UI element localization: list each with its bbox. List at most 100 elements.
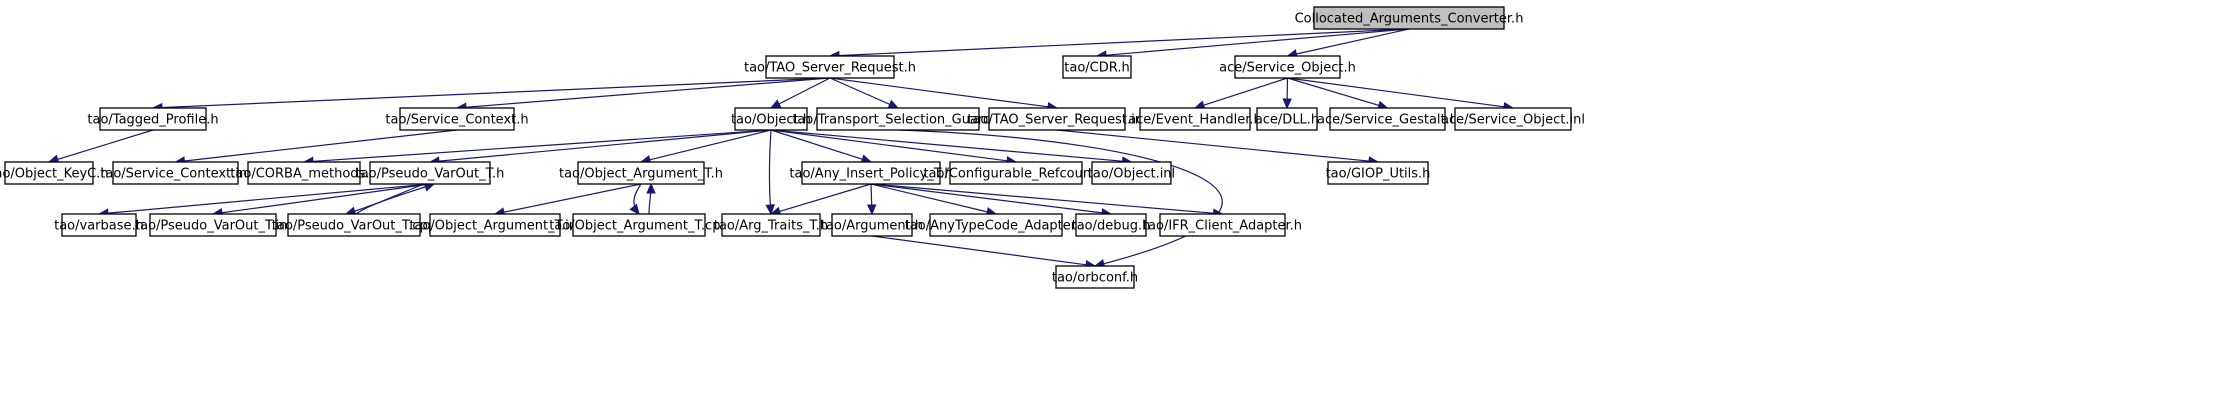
edge-line (870, 183, 1215, 214)
node-anyins[interactable]: tao/Any_Insert_Policy_T.h (789, 161, 953, 185)
edge-tsr-to-tagged (151, 77, 831, 113)
edge-line (1287, 77, 1381, 107)
node-pvar[interactable]: tao/Pseudo_VarOut_T.h (356, 161, 505, 185)
node-label: tao/AnyTypeCode_Adapter.h (905, 219, 1088, 234)
node-label: tao/Pseudo_VarOut_T.h (356, 167, 505, 182)
edge-tsg-to-orbconf (897, 129, 1223, 269)
edge-root-to-cdr (1095, 28, 1410, 60)
node-svcobjinl[interactable]: ace/Service_Object.inl (1441, 107, 1585, 131)
node-ifr[interactable]: tao/IFR_Client_Adapter.h (1143, 213, 1302, 237)
edge-argument-to-orbconf (871, 235, 1097, 270)
node-label: tao/Service_Context.h (385, 113, 528, 128)
node-box (1256, 107, 1318, 131)
node-tsrinl[interactable]: tao/TAO_Server_Request.inl (967, 107, 1147, 131)
edge-line (897, 129, 1223, 267)
node-box (1062, 55, 1132, 79)
node-label: tao/Tagged_Profile.h (87, 113, 218, 128)
edge-pvar-to-varbase (97, 183, 431, 218)
edge-arrowhead (769, 99, 782, 109)
node-label: tao/Object.inl (1088, 167, 1175, 182)
node-giop[interactable]: tao/GIOP_Utils.h (1326, 161, 1431, 185)
edge-line (355, 183, 435, 215)
node-tagged[interactable]: tao/Tagged_Profile.h (87, 107, 219, 131)
edge-objarg-to-objarginl (493, 183, 642, 217)
node-pvarcpp[interactable]: tao/Pseudo_VarOut_T.cpp (272, 213, 436, 237)
node-box (1327, 161, 1429, 185)
node-argtraits[interactable]: tao/Arg_Traits_T.h (714, 213, 828, 237)
edge-object-to-argtraits (765, 129, 775, 216)
node-pvarinl[interactable]: tao/Pseudo_VarOut_T.inl (135, 213, 291, 237)
edge-line (778, 183, 872, 213)
edge-line (502, 183, 642, 213)
edge-objargcpp-to-objarg (646, 182, 656, 215)
node-label: ace/DLL.h (1255, 113, 1319, 128)
node-root[interactable]: Collocated_Arguments_Converter.h (1295, 6, 1524, 30)
node-label: tao/Object_KeyC.h (0, 167, 109, 182)
edge-line (1056, 129, 1371, 162)
node-objarg[interactable]: tao/Object_Argument_T.h (559, 161, 723, 185)
node-cdr[interactable]: tao/CDR.h (1062, 55, 1132, 79)
edge-line (829, 77, 1050, 108)
node-box (765, 55, 895, 79)
edge-line (311, 129, 772, 163)
node-box (1055, 265, 1135, 289)
node-evh[interactable]: ace/Event_Handler.h (1128, 107, 1262, 131)
node-gestalt[interactable]: ace/Service_Gestalt.h (1317, 107, 1458, 131)
node-box (4, 161, 94, 185)
node-label: ace/Service_Object.h (1219, 61, 1356, 76)
node-label: tao/TAO_Server_Request.inl (967, 113, 1146, 128)
node-box (399, 107, 515, 131)
node-tsg[interactable]: tao/Transport_Selection_Guard.h (792, 107, 1004, 131)
edge-line (183, 129, 458, 162)
node-box (572, 213, 706, 237)
node-svcctx[interactable]: tao/Service_Context.h (385, 107, 529, 131)
node-cfgref[interactable]: tao/Configurable_Refcount.h (923, 161, 1109, 185)
edge-object-to-objarg (639, 129, 772, 165)
edge-line (871, 235, 1088, 266)
edge-root-to-tsr (828, 28, 1410, 61)
node-box (988, 107, 1126, 131)
node-objargcpp[interactable]: tao/Object_Argument_T.cpp (549, 213, 729, 237)
edge-line (56, 129, 154, 161)
node-label: tao/debug.h (1072, 219, 1151, 234)
node-svcctxinl[interactable]: tao/Service_Context.inl (100, 161, 251, 185)
node-box (429, 213, 561, 237)
node-box (734, 107, 808, 131)
node-argument[interactable]: tao/Argument.h (821, 213, 923, 237)
edge-svcobj-to-gestalt (1287, 77, 1389, 110)
node-box (721, 213, 821, 237)
node-label: tao/varbase.h (54, 219, 144, 234)
node-box (577, 161, 705, 185)
edge-line (106, 183, 431, 214)
node-tsr[interactable]: tao/TAO_Server_Request.h (744, 55, 916, 79)
edge-object-to-anyins (770, 129, 873, 164)
node-box (1313, 6, 1505, 30)
node-object[interactable]: tao/Object.h (731, 107, 811, 131)
node-label: ace/Service_Object.inl (1441, 113, 1585, 128)
node-orbconf[interactable]: tao/orbconf.h (1052, 265, 1138, 289)
node-box (949, 161, 1083, 185)
node-box (287, 213, 421, 237)
edge-tsr-to-tsg (829, 77, 900, 109)
node-label: tao/Pseudo_VarOut_T.cpp (272, 219, 436, 234)
node-box (369, 161, 491, 185)
edge-anyins-to-argument (866, 183, 877, 216)
node-svcobj[interactable]: ace/Service_Object.h (1219, 55, 1356, 79)
node-objarginl[interactable]: tao/Object_Argument_T.inl (409, 213, 581, 237)
edge-svcobj-to-evh (1193, 77, 1288, 110)
edge-objarg-to-objargcpp (629, 183, 642, 215)
node-varbase[interactable]: tao/varbase.h (54, 213, 144, 237)
edge-svcobj-to-svcobjinl (1287, 77, 1515, 112)
node-corba[interactable]: tao/CORBA_methods.h (230, 161, 378, 185)
node-anytc[interactable]: tao/AnyTypeCode_Adapter.h (905, 213, 1088, 237)
node-box (831, 213, 913, 237)
node-dll[interactable]: ace/DLL.h (1255, 107, 1319, 131)
edge-line (829, 77, 891, 106)
node-objkeyc[interactable]: tao/Object_KeyC.h (0, 161, 109, 185)
node-objinl[interactable]: tao/Object.inl (1088, 161, 1175, 185)
node-debug[interactable]: tao/debug.h (1072, 213, 1151, 237)
node-box (1075, 213, 1147, 237)
edge-object-to-pvar (428, 129, 772, 166)
node-label: tao/Pseudo_VarOut_T.inl (135, 219, 291, 234)
edge-line (160, 77, 831, 109)
